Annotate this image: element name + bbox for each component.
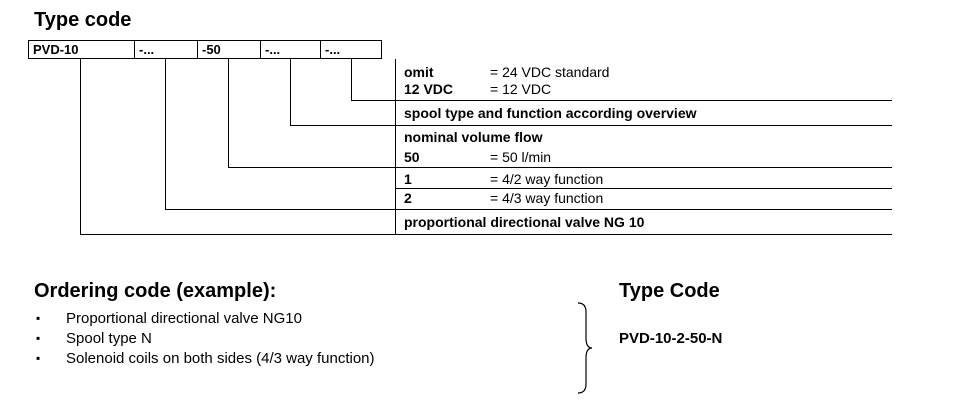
omit-key: omit xyxy=(404,64,434,80)
connector-series-line xyxy=(80,59,81,234)
bullet-icon: ▪ xyxy=(36,311,41,325)
function-1-key: 1 xyxy=(404,171,412,187)
vdc12-value: = 12 VDC xyxy=(490,81,552,97)
code-box-voltage: -... xyxy=(320,40,382,59)
type-code-label: Type Code xyxy=(619,280,720,302)
connector-spool-line xyxy=(290,59,291,125)
omit-value: = 24 VDC standard xyxy=(490,64,610,80)
bullet-icon: ▪ xyxy=(36,351,41,365)
type-code-value: PVD-10-2-50-N xyxy=(619,330,723,347)
divider-spool xyxy=(290,125,892,126)
divider-valve xyxy=(80,234,892,235)
connector-flow-line xyxy=(228,59,229,167)
spool-description: spool type and function according overvi… xyxy=(404,105,697,121)
bullet-icon: ▪ xyxy=(36,331,41,345)
text-column-separator xyxy=(395,59,396,234)
valve-description: proportional directional valve NG 10 xyxy=(404,214,645,230)
connector-voltage-line xyxy=(351,59,352,100)
ordering-item-3: Solenoid coils on both sides (4/3 way fu… xyxy=(66,350,375,367)
divider-flow xyxy=(228,167,892,168)
flow-value: = 50 l/min xyxy=(490,149,552,165)
connector-function-line xyxy=(165,59,166,209)
function-2-value: = 4/3 way function xyxy=(490,190,604,206)
flow-title: nominal volume flow xyxy=(404,129,543,145)
curly-brace-icon xyxy=(577,302,593,394)
code-box-spool: -... xyxy=(260,40,321,59)
function-2-key: 2 xyxy=(404,190,412,206)
ordering-item-1: Proportional directional valve NG10 xyxy=(66,310,302,327)
ordering-item-2: Spool type N xyxy=(66,330,152,347)
divider-function-inner xyxy=(395,188,892,189)
code-box-series: PVD-10 xyxy=(28,40,135,59)
function-1-value: = 4/2 way function xyxy=(490,171,604,187)
vdc12-key: 12 VDC xyxy=(404,81,454,97)
divider-voltage xyxy=(351,100,892,101)
code-box-flow: -50 xyxy=(197,40,261,59)
type-code-title: Type code xyxy=(34,9,132,31)
flow-key: 50 xyxy=(404,149,420,165)
ordering-code-title: Ordering code (example): xyxy=(34,280,277,302)
code-box-function: -... xyxy=(134,40,198,59)
divider-function xyxy=(165,209,892,210)
